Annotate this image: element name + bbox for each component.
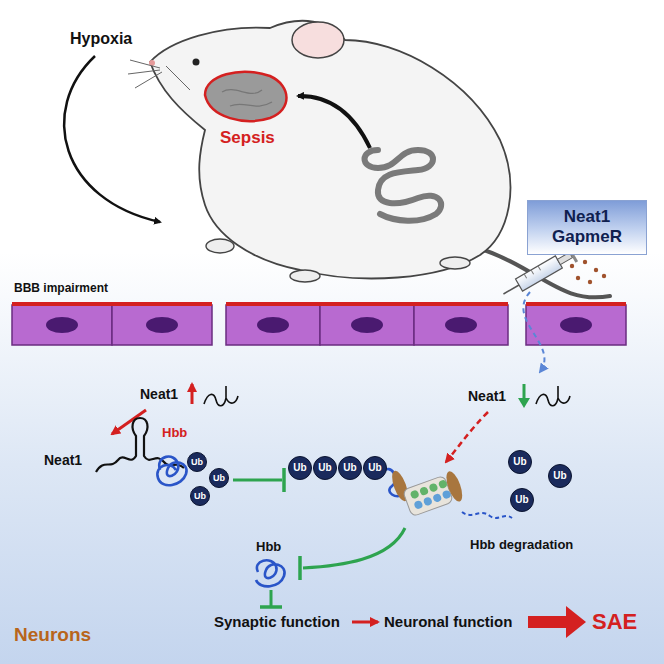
process-label: Hbb degradation [470, 538, 573, 553]
mouse-ear [292, 22, 344, 58]
rna-icon [204, 386, 238, 406]
inhibit-bar [260, 605, 282, 609]
big-arrow [528, 606, 586, 638]
hypoxia-arrow [64, 56, 160, 222]
inhibit-line [270, 590, 273, 606]
protein-label: Hbb [162, 426, 187, 441]
brain-folds [222, 90, 272, 106]
ubiquitin-label: Ub [515, 495, 528, 505]
mouse-eye [193, 59, 200, 66]
gapmer-path [523, 292, 544, 372]
mouse-whiskers [128, 60, 190, 90]
hbb-protein [157, 457, 186, 486]
mouse-feet [206, 239, 470, 282]
condition-label: Hypoxia [70, 30, 132, 48]
ubiquitin-circle: Ub [187, 452, 207, 472]
gene-label: Neat1 [468, 388, 506, 404]
ubiquitin-label: Ub [513, 457, 526, 467]
mouse-body [150, 21, 510, 279]
ubiquitin-circle: Ub [338, 456, 362, 480]
ubiquitin-label: Ub [318, 463, 331, 473]
inhibit-bar [298, 556, 302, 580]
intestine [365, 150, 442, 221]
ubiquitin-label: Ub [293, 463, 306, 473]
ubiquitin-circle: Ub [363, 456, 387, 480]
ubiquitin-circle: Ub [510, 488, 534, 512]
ubiquitin-circle: Ub [313, 456, 337, 480]
ubiquitin-label: Ub [368, 463, 381, 473]
ubiquitin-circle: Ub [209, 468, 229, 488]
function-label: Neuronal function [384, 613, 512, 630]
ubiquitin-label: Ub [553, 471, 566, 481]
flow-arrow [352, 621, 378, 624]
gene-label: Neat1 [140, 386, 178, 402]
barrier-label: BBB impairment [14, 282, 108, 296]
ubiquitin-label: Ub [191, 458, 203, 467]
proteasome [389, 469, 512, 519]
gapmer-dots [570, 260, 606, 284]
ubiquitin-label: Ub [213, 474, 225, 483]
ubiquitin-label: Ub [194, 492, 206, 501]
bbb-cells [12, 302, 626, 345]
rna-icon [536, 386, 570, 406]
ubiquitin-circle: Ub [508, 450, 532, 474]
box-text: Neat1 GapmeR [552, 207, 622, 246]
neat1-dashed-arrow [446, 412, 488, 462]
ubiquitin-circle: Ub [190, 486, 210, 506]
down-arrow-head [518, 398, 530, 408]
inhibit-bar [282, 468, 286, 492]
up-arrow [191, 384, 194, 404]
gapmer-box: Neat1 GapmeR [527, 200, 647, 255]
function-label: Synaptic function [214, 613, 340, 630]
brain [205, 72, 287, 121]
hbb-protein [256, 560, 285, 586]
sepsis-arrow [298, 96, 370, 148]
ubiquitin-label: Ub [343, 463, 356, 473]
ubiquitin-circle: Ub [288, 456, 312, 480]
inhibit-line [233, 479, 282, 482]
inhibit-line [303, 528, 405, 568]
mouse-tail [478, 248, 610, 297]
outcome-label: SAE [592, 609, 637, 634]
protein-label: Hbb [256, 540, 281, 555]
neat1-arrow [112, 410, 146, 434]
cell-type-label: Neurons [14, 624, 91, 646]
gene-label: Neat1 [44, 452, 82, 468]
condition-label: Sepsis [220, 128, 275, 148]
ubiquitin-circle: Ub [548, 464, 572, 488]
